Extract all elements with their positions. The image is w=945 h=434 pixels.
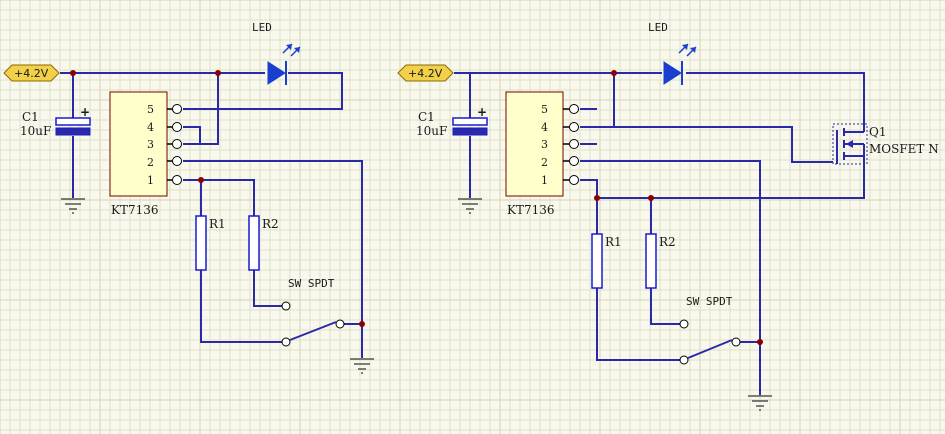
svg-text:+: +	[477, 105, 487, 119]
ic-name: KT7136	[111, 203, 159, 217]
switch-icon	[281, 301, 345, 347]
capacitor-icon: +	[55, 105, 91, 136]
switch-icon	[679, 319, 741, 365]
ic-pin-number: 3	[147, 138, 154, 151]
wires-right	[454, 72, 865, 395]
ic-pin-number: 1	[541, 174, 548, 187]
led-label: LED	[252, 21, 272, 34]
capacitor-value: 10uF	[416, 124, 447, 138]
ground-icon	[748, 395, 772, 411]
ic-pin-number: 2	[541, 156, 548, 169]
svg-text:+: +	[80, 105, 90, 119]
switch-label: SW SPDT	[686, 295, 733, 308]
power-flag-icon: +4.2V	[397, 64, 454, 82]
ic-name: KT7136	[507, 203, 555, 217]
resistor-label: R2	[659, 235, 676, 249]
ic-pin-number: 2	[147, 156, 154, 169]
ic-chip: 5 4 3 2 1	[109, 91, 182, 197]
ic-pin-number: 4	[541, 121, 548, 134]
junction	[594, 195, 600, 201]
led-icon	[663, 43, 697, 85]
junction	[611, 70, 617, 76]
junction	[70, 70, 76, 76]
mosfet-ref: Q1	[869, 125, 886, 139]
supply-label: +4.2V	[14, 67, 49, 80]
ground-icon	[350, 358, 374, 374]
ic-pin-number: 4	[147, 121, 154, 134]
circuit-right: +4.2V LED + C1 10uF	[397, 21, 939, 411]
ground-icon	[458, 198, 482, 214]
ic-pin-number: 5	[147, 103, 154, 116]
led-icon	[267, 43, 301, 85]
junction	[198, 177, 204, 183]
junction	[648, 195, 654, 201]
ic-pin-number: 5	[541, 103, 548, 116]
resistor-label: R2	[262, 217, 279, 231]
power-flag-icon: +4.2V	[3, 64, 60, 82]
capacitor-value: 10uF	[20, 124, 51, 138]
resistor-icon	[591, 233, 603, 289]
junction	[757, 339, 763, 345]
ic-chip: 5 4 3 2 1	[505, 91, 579, 197]
capacitor-icon: +	[452, 105, 488, 136]
resistor-label: R1	[605, 235, 622, 249]
mosfet-type: MOSFET N	[869, 142, 939, 156]
junction	[215, 70, 221, 76]
switch-label: SW SPDT	[288, 277, 335, 290]
mosfet-icon	[832, 123, 868, 165]
ground-icon	[61, 198, 85, 214]
ic-pin-number: 1	[147, 174, 154, 187]
resistor-icon	[195, 215, 207, 271]
ic-pin-number: 3	[541, 138, 548, 151]
led-label: LED	[648, 21, 668, 34]
resistor-icon	[248, 215, 260, 271]
junction	[359, 321, 365, 327]
wires-left	[60, 72, 363, 358]
supply-label: +4.2V	[408, 67, 443, 80]
capacitor-ref: C1	[22, 110, 39, 124]
resistor-label: R1	[209, 217, 226, 231]
circuit-left: +4.2V LED + C1 10uF	[3, 21, 374, 374]
resistor-icon	[645, 233, 657, 289]
capacitor-ref: C1	[418, 110, 435, 124]
